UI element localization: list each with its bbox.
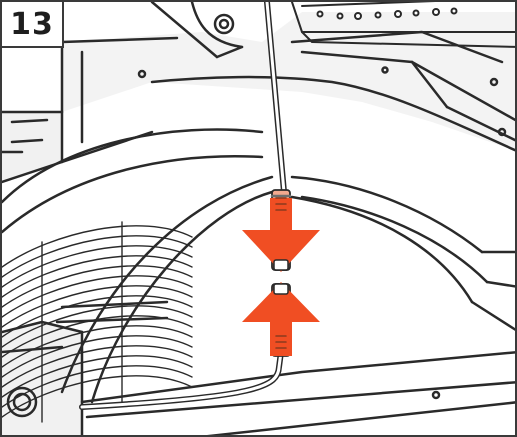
step-number: 13 (10, 6, 54, 42)
step-number-badge: 13 (2, 2, 64, 48)
arrow-up-icon (242, 282, 320, 356)
connector-detail (273, 197, 289, 349)
lower-cable (79, 349, 284, 410)
cable-coil (2, 221, 193, 423)
arrow-down-icon (242, 198, 320, 272)
upper-cable (264, 2, 287, 195)
control-panel (291, 2, 515, 48)
bottom-frame (2, 320, 515, 435)
reel-drum (2, 128, 515, 404)
upper-frame (60, 2, 515, 152)
